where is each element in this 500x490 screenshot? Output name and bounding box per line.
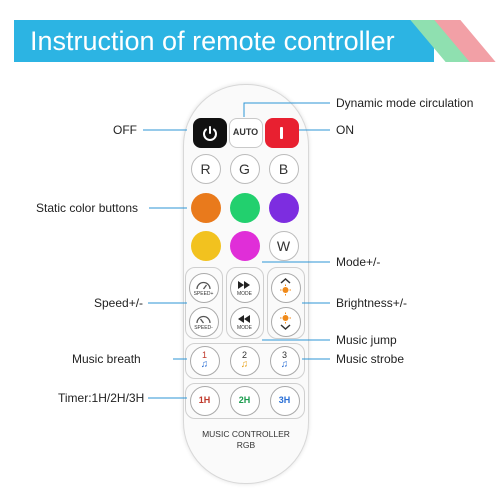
auto-label: AUTO (232, 127, 259, 137)
brightness-up-icon (280, 277, 291, 296)
power-icon (202, 125, 217, 141)
brightness-up-button[interactable] (271, 273, 301, 303)
rewind-icon (238, 315, 250, 323)
auto-button[interactable]: AUTO (229, 118, 263, 148)
mode-up-button[interactable]: MODE (230, 273, 260, 303)
red-label: R (200, 161, 211, 177)
label-static-color: Static color buttons (36, 201, 139, 215)
label-brightness: Brightness+/- (336, 296, 408, 310)
label-mode: Mode+/- (336, 255, 381, 269)
music-note-icon: ♫ (200, 359, 209, 370)
red-button[interactable]: R (191, 154, 221, 184)
gauge-icon (196, 315, 211, 324)
orange-button[interactable] (191, 193, 221, 223)
timer-2h-label: 2H (238, 395, 251, 405)
label-on: ON (336, 123, 354, 137)
music-strobe-label: 3 (281, 350, 287, 360)
music-group (185, 343, 305, 379)
music-strobe-button[interactable]: 3 ♫ (270, 346, 300, 376)
mode-group (226, 267, 264, 339)
magenta-button[interactable] (230, 231, 260, 261)
remote-body: AUTO R G B W SPEED+ SPEED- (183, 84, 309, 484)
label-music-jump: Music jump (336, 333, 397, 347)
fast-forward-icon (238, 281, 250, 289)
blue-button[interactable]: B (269, 154, 299, 184)
gauge-icon (196, 281, 211, 290)
purple-button[interactable] (269, 193, 299, 223)
timer-1h-label: 1H (198, 395, 211, 405)
brand-line-1: MUSIC CONTROLLER (202, 429, 290, 439)
speed-down-button[interactable]: SPEED- (189, 307, 219, 337)
brand-line-2: RGB (236, 440, 256, 450)
timer-group (185, 383, 305, 419)
label-timer: Timer:1H/2H/3H (58, 391, 145, 405)
speed-down-label: SPEED- (194, 325, 213, 331)
timer-3h-label: 3H (278, 395, 291, 405)
banner: Instruction of remote controller (14, 20, 434, 62)
banner-title: Instruction of remote controller (30, 26, 395, 56)
brightness-down-button[interactable] (271, 307, 301, 337)
speed-up-button[interactable]: SPEED+ (189, 273, 219, 303)
green-button[interactable]: G (230, 154, 260, 184)
music-note-icon: ♫ (240, 359, 249, 370)
green-color-button[interactable] (230, 193, 260, 223)
green-label: G (239, 161, 250, 177)
timer-3h-button[interactable]: 3H (270, 386, 300, 416)
yellow-button[interactable] (191, 231, 221, 261)
mode-down-button[interactable]: MODE (230, 307, 260, 337)
label-music-strobe: Music strobe (336, 352, 405, 366)
on-bar-icon (280, 127, 283, 139)
label-off: OFF (113, 123, 137, 137)
power-on-button[interactable] (265, 118, 299, 148)
power-off-button[interactable] (193, 118, 227, 148)
music-breath-label: 1 (201, 350, 207, 360)
music-note-icon: ♫ (280, 359, 289, 370)
music-jump-button[interactable]: 2 ♫ (230, 346, 260, 376)
brightness-down-icon (280, 312, 291, 331)
white-label: W (276, 238, 291, 254)
mode-down-label: MODE (237, 325, 252, 331)
mode-up-label: MODE (237, 291, 252, 297)
white-button[interactable]: W (269, 231, 299, 261)
music-breath-button[interactable]: 1 ♫ (190, 346, 220, 376)
label-music-breath: Music breath (72, 352, 141, 366)
timer-1h-button[interactable]: 1H (190, 386, 220, 416)
music-jump-label: 2 (241, 350, 247, 360)
label-speed: Speed+/- (94, 296, 144, 310)
speed-up-label: SPEED+ (193, 291, 214, 297)
label-dynamic-mode: Dynamic mode circulation (336, 96, 474, 110)
blue-label: B (278, 161, 289, 177)
timer-2h-button[interactable]: 2H (230, 386, 260, 416)
